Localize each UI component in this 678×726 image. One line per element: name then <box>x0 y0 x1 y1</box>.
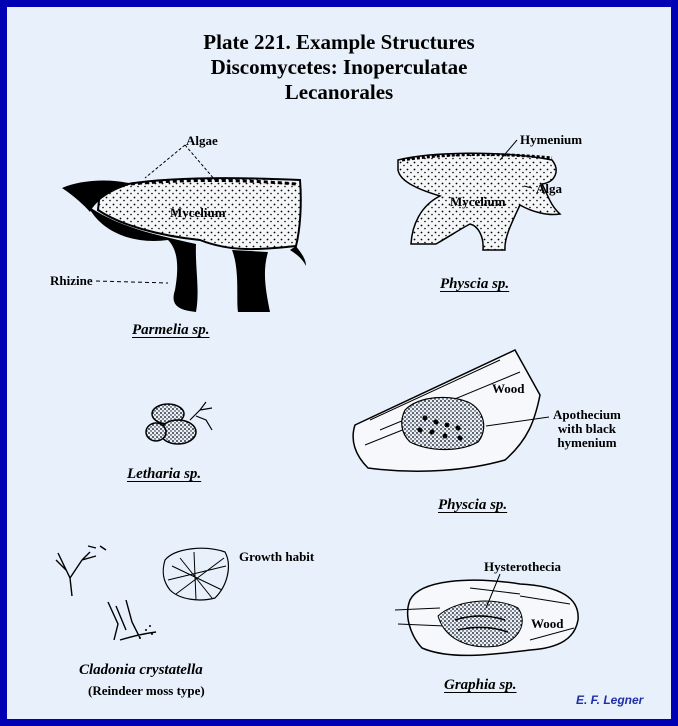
label-mycelium-physcia: Mycelium <box>450 194 506 209</box>
caption-physcia-top: Physcia sp. <box>440 276 510 292</box>
caption-parmelia: Parmelia sp. <box>132 322 210 338</box>
plate-title: Plate 221. Example Structures Discomycet… <box>0 30 678 105</box>
title-line-3: Lecanorales <box>284 80 394 104</box>
cladonia-drawing <box>55 545 229 641</box>
caption-cladonia: Cladonia crystatella <box>79 662 203 678</box>
label-algae: Algae <box>186 133 218 148</box>
caption-letharia: Letharia sp. <box>127 466 202 482</box>
label-hymenium: Hymenium <box>520 132 583 147</box>
label-growth-habit: Growth habit <box>239 549 315 564</box>
caption-graphia: Graphia sp. <box>444 677 517 693</box>
label-rhizine: Rhizine <box>50 273 93 288</box>
title-line-2: Discomycetes: Inoperculatae <box>210 55 468 79</box>
label-wood-physcia: Wood <box>492 381 525 396</box>
author-credit: E. F. Legner <box>576 693 644 707</box>
label-apothecium-line3: hymenium <box>557 435 617 450</box>
parmelia-drawing <box>62 144 306 312</box>
title-line-1: Plate 221. Example Structures <box>203 30 475 54</box>
label-apothecium-line1: Apothecium <box>553 407 621 422</box>
caption-physcia-wood: Physcia sp. <box>438 497 508 513</box>
label-mycelium-parmelia: Mycelium <box>170 205 226 220</box>
label-hysterothecia: Hysterothecia <box>484 559 562 574</box>
label-alga: Alga <box>536 181 562 196</box>
physcia-wood-drawing <box>352 349 550 473</box>
subcaption-cladonia: (Reindeer moss type) <box>88 683 205 698</box>
graphia-drawing <box>394 573 579 657</box>
label-apothecium-line2: with black <box>557 421 617 436</box>
physcia-top-drawing <box>397 139 562 251</box>
label-apothecium: Apothecium with black hymenium <box>553 408 621 450</box>
letharia-drawing <box>145 401 213 445</box>
label-wood-graphia: Wood <box>531 616 564 631</box>
